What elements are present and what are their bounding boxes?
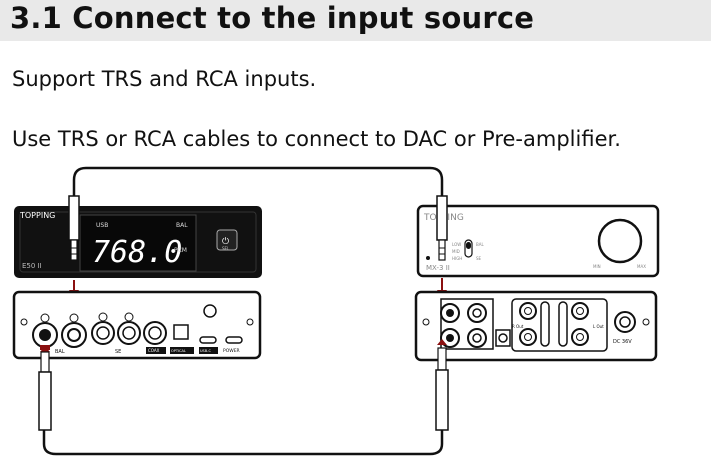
dac-rear-panel: BAL SE COAX OPTICAL USB-C POWER <box>12 290 262 360</box>
trs-plug-dac-rear <box>38 345 52 431</box>
dac-model-label: E50 II <box>22 262 42 270</box>
volume-knob <box>597 218 643 264</box>
rear-label-power: POWER <box>223 348 240 354</box>
rear-label-dc-power: DC 36V <box>613 339 632 345</box>
switch-label-bal: BAL <box>476 242 484 247</box>
heading-background <box>0 0 711 41</box>
amp-model-label: MX-3 II <box>426 264 450 272</box>
display-format-label: PCM <box>174 247 187 254</box>
rear-label-bal: BAL <box>55 349 65 355</box>
switch-label-se: SE <box>476 256 482 261</box>
rear-label-coax: COAX <box>148 348 160 353</box>
display-sample-rate: 768.0 <box>92 235 182 270</box>
power-button-label: SEL <box>222 246 230 251</box>
volume-min-label: MIN <box>593 264 601 269</box>
trs-plug-amp-rear <box>435 339 449 431</box>
trs-plug-amp-front <box>436 195 448 261</box>
display-output-label: BAL <box>176 222 188 229</box>
rear-label-usb: USB-C <box>200 349 211 353</box>
gain-label-low: LOW <box>452 242 461 247</box>
amp-rear-panel: R Out L Out DC 36V <box>414 290 658 362</box>
trs-plug-dac-front <box>68 195 80 261</box>
paragraph-support-inputs: Support TRS and RCA inputs. <box>12 67 317 91</box>
dac-front-panel: TOPPING E50 II USB BAL 768.0 PCM ⏻ SEL <box>14 206 262 278</box>
bottom-trs-cable <box>42 430 444 456</box>
section-heading: 3.1 Connect to the input source <box>10 1 535 35</box>
paragraph-cable-instructions: Use TRS or RCA cables to connect to DAC … <box>12 127 621 151</box>
display-input-label: USB <box>96 222 108 229</box>
top-trs-cable <box>72 166 444 198</box>
amp-front-panel: TOPPING MX-3 II LOW MID HIGH BAL SE MIN … <box>416 204 660 278</box>
rear-label-se: SE <box>115 349 121 355</box>
rear-label-r-out: R Out <box>512 324 524 329</box>
rear-label-l-out: L Out <box>593 324 604 329</box>
dac-brand-logo: TOPPING <box>19 211 55 220</box>
volume-max-label: MAX <box>637 264 646 269</box>
dac-power-button <box>216 229 238 251</box>
power-icon: ⏻ <box>222 236 229 247</box>
gain-label-mid: MID <box>452 249 460 254</box>
gain-label-high: HIGH <box>452 256 462 261</box>
rear-label-optical: OPTICAL <box>171 349 186 353</box>
